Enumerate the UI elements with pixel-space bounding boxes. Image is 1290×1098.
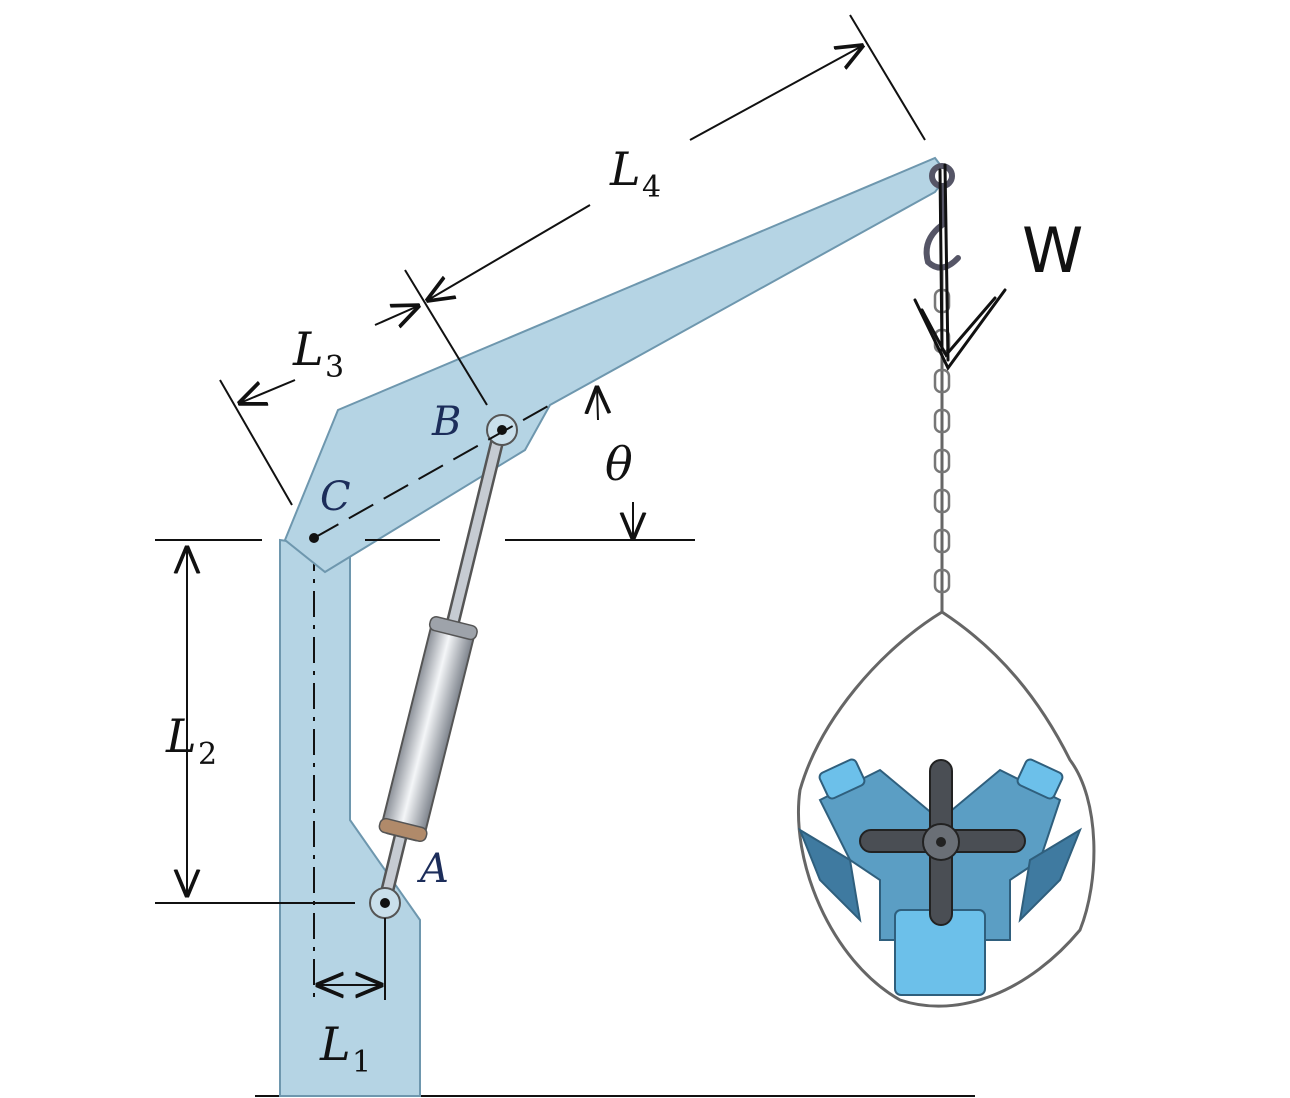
hook — [923, 163, 961, 271]
boom-reference-line — [313, 404, 551, 539]
svg-text:L: L — [319, 1017, 351, 1071]
weight-arrow — [913, 163, 1007, 371]
svg-text:3: 3 — [325, 350, 344, 385]
engine-block — [797, 758, 1083, 996]
pin-b — [486, 414, 518, 446]
point-c-label: C — [320, 474, 351, 520]
l2-dimension — [155, 548, 355, 904]
theta-label: θ — [605, 437, 633, 491]
l4-label: L 4 — [609, 142, 661, 205]
point-a-label: A — [416, 846, 449, 892]
svg-text:L: L — [165, 709, 197, 763]
svg-text:L: L — [292, 322, 324, 376]
pin-a — [369, 887, 401, 919]
l3-label: L 3 — [292, 322, 344, 385]
svg-text:4: 4 — [642, 170, 661, 205]
crane-boom — [283, 156, 950, 574]
w-label: W — [1022, 214, 1083, 287]
theta-arrow-top — [597, 388, 598, 421]
svg-text:1: 1 — [352, 1045, 371, 1080]
svg-text:2: 2 — [198, 737, 217, 772]
hydraulic-cylinder — [378, 423, 507, 907]
l3-l4-dimension — [219, 14, 926, 506]
point-b-label: B — [431, 399, 461, 445]
l1-dimension — [318, 918, 386, 1000]
l1-label: L 1 — [319, 1017, 371, 1080]
l2-label: L 2 — [165, 709, 217, 772]
svg-text:L: L — [609, 142, 641, 196]
